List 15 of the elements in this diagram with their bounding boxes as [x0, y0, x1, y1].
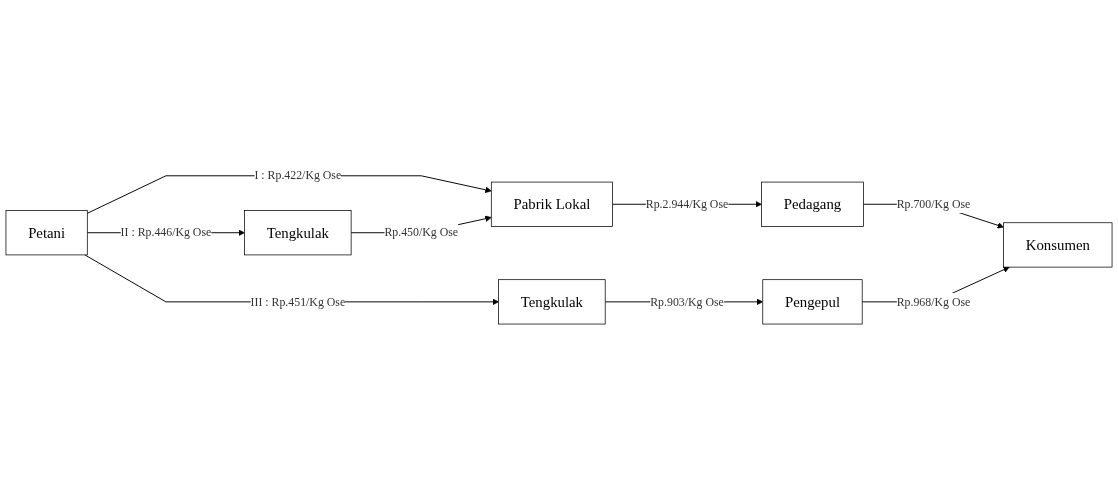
- edge-label: Rp.700/Kg Ose: [896, 197, 971, 210]
- node-box: Pedagang: [761, 181, 864, 227]
- edge-label: I : Rp.422/Kg Ose: [254, 168, 342, 182]
- edge-label: Rp.450/Kg Ose: [384, 225, 459, 239]
- edge-label: Rp.903/Kg Ose: [650, 294, 724, 308]
- node-box: Pengepul: [762, 278, 863, 324]
- node-box: Pabrik Lokal: [490, 181, 613, 227]
- edge-label: Rp.2.944/Kg Ose: [645, 197, 729, 210]
- node-box: Petani: [5, 209, 88, 255]
- node-box: Tengkulak: [498, 278, 606, 324]
- node-box: Konsumen: [1003, 221, 1113, 267]
- edge-label: III : Rp.451/Kg Ose: [250, 294, 346, 308]
- edge-label: II : Rp.446/Kg Ose: [120, 225, 212, 239]
- node-box: Tengkulak: [244, 209, 352, 255]
- edge-label: Rp.968/Kg Ose: [896, 294, 971, 308]
